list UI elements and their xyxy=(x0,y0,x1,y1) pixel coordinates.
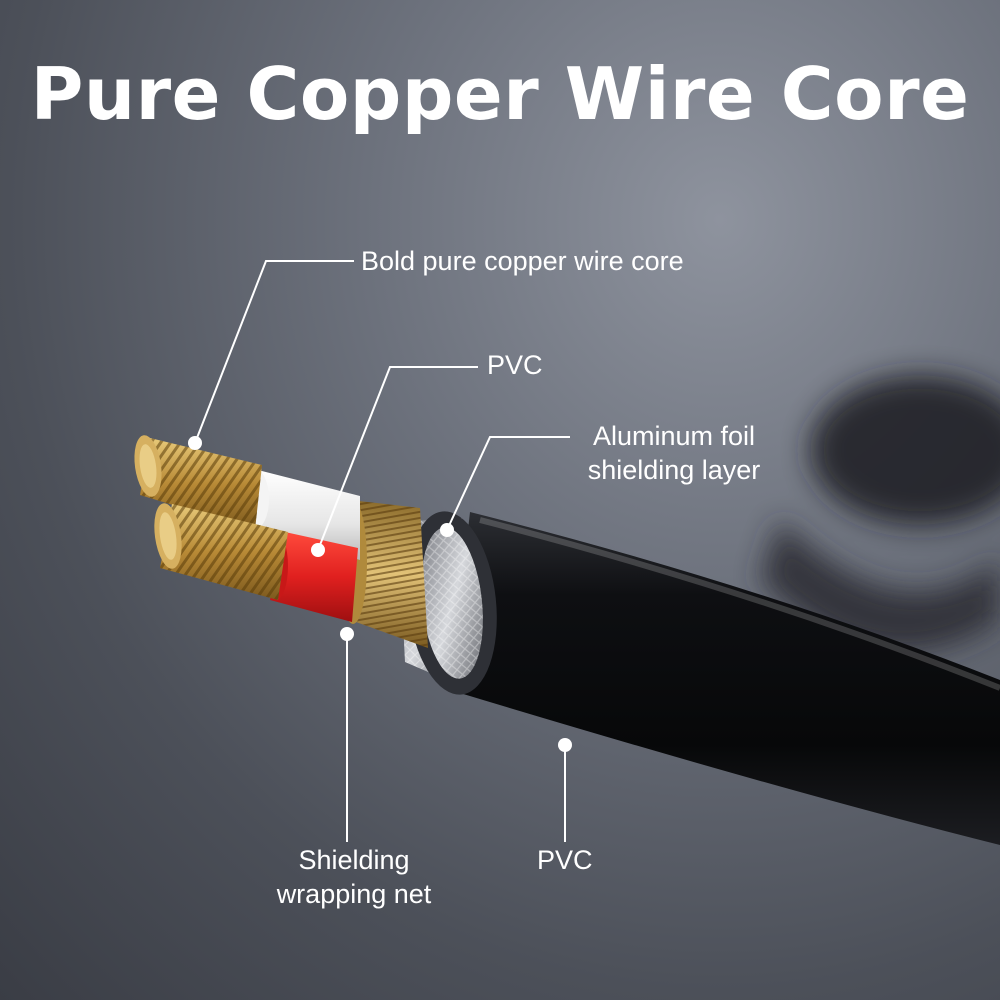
leader-inner-pvc xyxy=(317,366,478,551)
dot-net xyxy=(340,627,354,641)
outer-pvc-jacket xyxy=(450,512,1000,845)
label-net-line2: wrapping net xyxy=(276,879,432,909)
leader-lines xyxy=(194,260,570,842)
dot-outer-pvc xyxy=(558,738,572,752)
label-net: Shielding wrapping net xyxy=(262,843,446,911)
label-copper-core: Bold pure copper wire core xyxy=(361,246,684,276)
label-foil-line2: shielding layer xyxy=(587,455,761,485)
white-conductor xyxy=(134,435,360,560)
label-foil-line1: Aluminum foil xyxy=(592,421,756,451)
jacket-end-face xyxy=(407,511,497,695)
label-foil: Aluminum foil shielding layer xyxy=(578,419,770,487)
callout-dots xyxy=(188,436,572,752)
dot-copper-core xyxy=(188,436,202,450)
label-net-line1: Shielding xyxy=(298,845,410,875)
label-outer-pvc: PVC xyxy=(537,845,593,875)
label-inner-pvc: PVC xyxy=(487,350,543,380)
dot-inner-pvc xyxy=(311,543,325,557)
leader-copper-core xyxy=(194,260,354,444)
red-conductor xyxy=(154,503,358,622)
leader-foil xyxy=(446,436,570,531)
headline: Pure Copper Wire Core xyxy=(30,52,970,136)
dot-foil xyxy=(440,523,454,537)
